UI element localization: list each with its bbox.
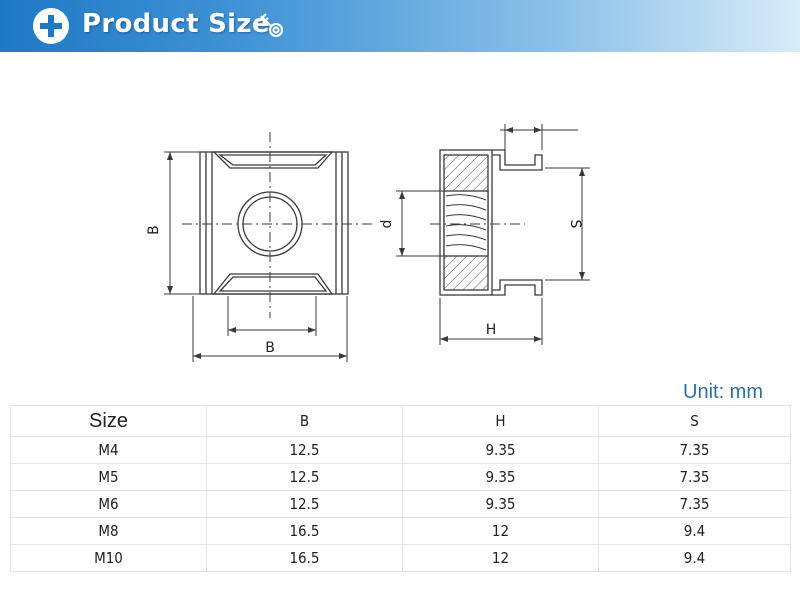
dim-label-s: S — [567, 220, 583, 229]
table-header-row: Size B H S — [10, 405, 791, 437]
table-cell: 12 — [402, 517, 599, 545]
plus-icon — [33, 8, 69, 44]
dim-label-h: H — [486, 322, 497, 338]
size-table: Size B H S M4 12.5 9.35 7.35 M5 12.5 9.3… — [10, 405, 791, 572]
side-body-outline — [439, 149, 493, 296]
nut-body-outline — [199, 151, 349, 295]
table-cell: 9.35 — [402, 490, 599, 518]
table-cell: 7.35 — [598, 436, 791, 464]
table-cell: M5 — [10, 463, 207, 491]
table-cell: 12 — [402, 544, 599, 572]
header-banner: Product Size — [0, 0, 800, 52]
table-cell: 7.35 — [598, 463, 791, 491]
table-cell: 16.5 — [206, 517, 403, 545]
table-cell: 9.35 — [402, 463, 599, 491]
unit-label: Unit: mm — [683, 381, 763, 403]
dim-label-b-vertical: B — [146, 225, 162, 235]
column-header-s: S — [598, 405, 791, 437]
column-header-size: Size — [10, 405, 207, 437]
table-cell: 9.4 — [598, 544, 791, 572]
table-cell: 12.5 — [206, 490, 403, 518]
table-cell: M10 — [10, 544, 207, 572]
table-cell: 12.5 — [206, 436, 403, 464]
table-cell: 7.35 — [598, 490, 791, 518]
table-row: M6 12.5 9.35 7.35 — [10, 490, 791, 518]
table-cell: M4 — [10, 436, 207, 464]
column-header-h: H — [402, 405, 599, 437]
table-cell: M6 — [10, 490, 207, 518]
table-cell: 9.35 — [402, 436, 599, 464]
table-row: M8 16.5 12 9.4 — [10, 517, 791, 545]
table-row: M4 12.5 9.35 7.35 — [10, 436, 791, 464]
table-row: M5 12.5 9.35 7.35 — [10, 463, 791, 491]
table-cell: 12.5 — [206, 463, 403, 491]
bolt-icon — [258, 13, 283, 37]
technical-drawing: B B d S H — [146, 124, 590, 362]
table-cell: 16.5 — [206, 544, 403, 572]
page-title: Product Size — [82, 9, 270, 39]
table-row: M10 16.5 12 9.4 — [10, 544, 791, 572]
dim-label-b-horizontal: B — [265, 340, 275, 356]
table-cell: M8 — [10, 517, 207, 545]
column-header-b: B — [206, 405, 403, 437]
dim-label-d: d — [379, 220, 395, 229]
table-cell: 9.4 — [598, 517, 791, 545]
